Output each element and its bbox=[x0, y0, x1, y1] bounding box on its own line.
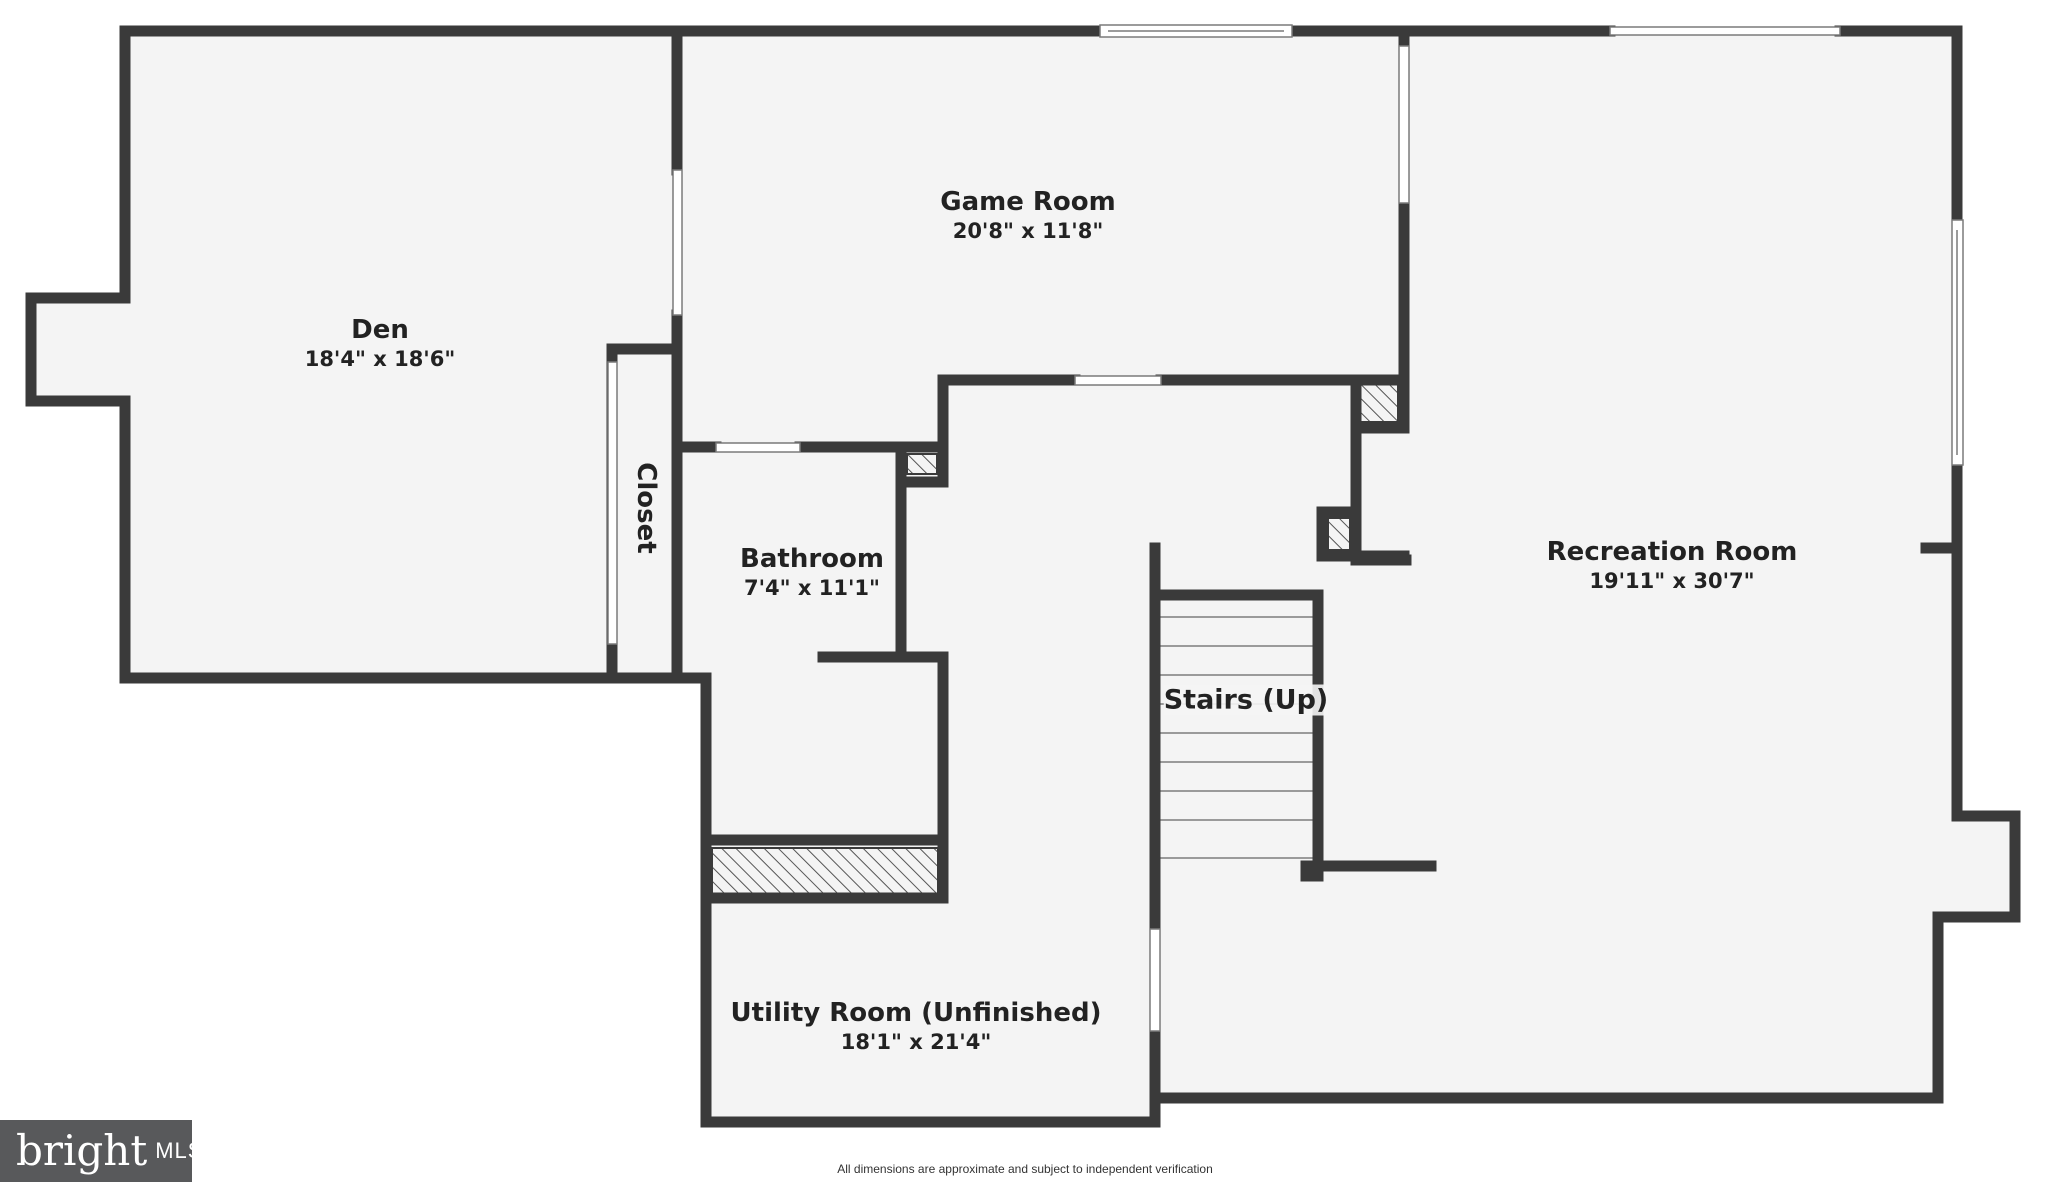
wall bbox=[25, 25, 683, 684]
room-dimensions: 7'4" x 11'1" bbox=[744, 576, 880, 600]
wall bbox=[700, 651, 949, 904]
chase-3 bbox=[906, 453, 938, 475]
room-dimensions: 18'1" x 21'4" bbox=[840, 1030, 992, 1054]
room-label-game-room: Game Room 20'8" x 11'8" bbox=[940, 186, 1116, 244]
wall bbox=[1300, 860, 1324, 882]
window bbox=[1074, 375, 1162, 386]
wall bbox=[1149, 810, 2021, 1104]
wall bbox=[1350, 374, 1410, 434]
chase-4 bbox=[711, 847, 939, 899]
room-label-bathroom: Bathroom 7'4" x 11'1" bbox=[740, 543, 884, 601]
brand-name: bright bbox=[16, 1126, 148, 1175]
hatched-chases bbox=[711, 383, 1399, 899]
window bbox=[1398, 45, 1410, 204]
recreation-room-floor bbox=[677, 31, 2015, 1122]
room-label-stairs: Stairs (Up) bbox=[1163, 684, 1329, 716]
room-dimensions: 19'11" x 30'7" bbox=[1589, 569, 1755, 593]
wall bbox=[895, 448, 949, 488]
wall bbox=[1316, 506, 1362, 562]
walls bbox=[25, 25, 2021, 1128]
chase-2 bbox=[1327, 517, 1351, 551]
wall bbox=[671, 672, 1161, 1128]
brand-logo: bright MLS bbox=[0, 1120, 202, 1182]
window bbox=[1149, 928, 1161, 1032]
room-label-den: Den 18'4" x 18'6" bbox=[305, 314, 456, 372]
room-dimensions: 18'4" x 18'6" bbox=[304, 347, 456, 371]
room-label-recreation-room: Recreation Room 19'11" x 30'7" bbox=[1547, 536, 1798, 594]
room-name: Game Room bbox=[940, 187, 1116, 217]
brand-suffix: MLS bbox=[155, 1138, 204, 1163]
stairs-area bbox=[1160, 597, 1318, 858]
room-label-closet: Closet bbox=[631, 462, 661, 554]
wall bbox=[937, 374, 1081, 488]
chase-1 bbox=[1359, 383, 1399, 423]
wall bbox=[1149, 589, 1437, 872]
windows bbox=[607, 24, 1964, 1032]
room-name: Utility Room (Unfinished) bbox=[730, 998, 1102, 1028]
den-floor bbox=[31, 31, 677, 678]
room-name: Recreation Room bbox=[1546, 537, 1798, 567]
disclaimer-text: All dimensions are approximate and subje… bbox=[837, 1162, 1213, 1176]
room-name: Den bbox=[351, 315, 409, 345]
window bbox=[715, 442, 801, 453]
room-label-utility-room: Utility Room (Unfinished) 18'1" x 21'4" bbox=[731, 997, 1102, 1055]
window bbox=[672, 169, 683, 316]
window bbox=[607, 361, 618, 645]
window bbox=[1609, 26, 1841, 36]
stairs-treads bbox=[1160, 597, 1318, 859]
room-name: Bathroom bbox=[740, 544, 884, 574]
room-dimensions: 20'8" x 11'8" bbox=[952, 219, 1104, 243]
